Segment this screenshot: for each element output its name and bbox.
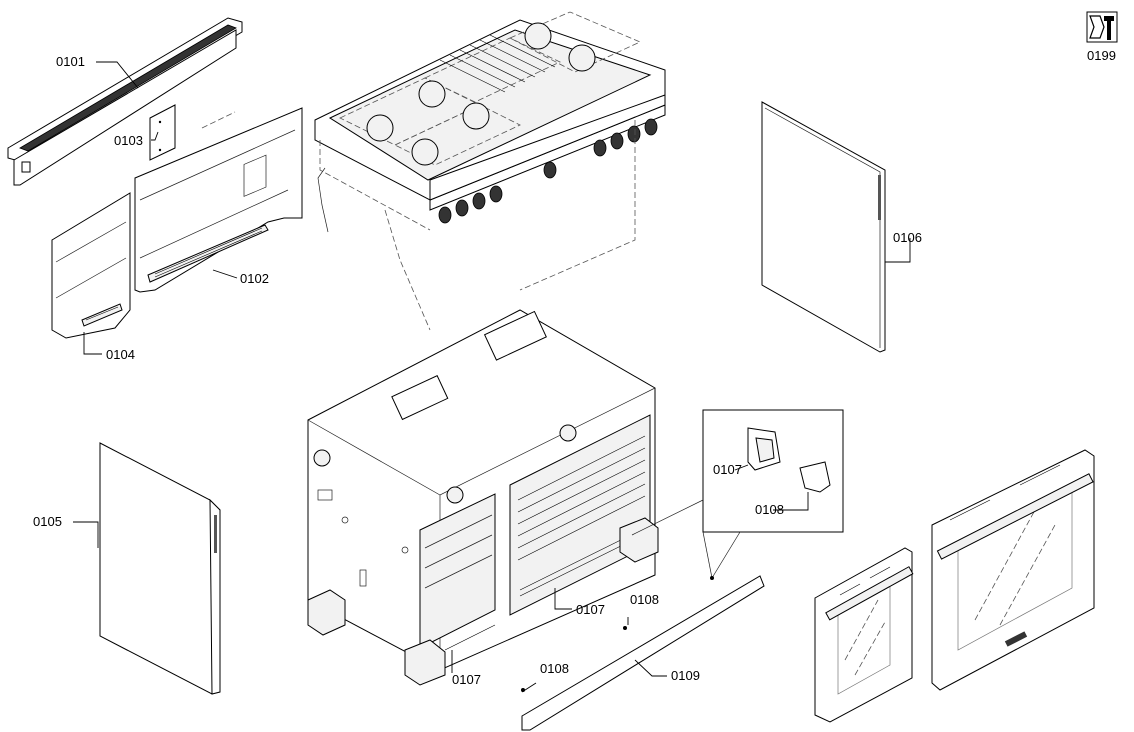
label-0103: 0103 [114, 133, 143, 148]
label-0108-inset: 0108 [755, 502, 784, 517]
part-0103-bracket [149, 104, 176, 161]
label-0108-low: 0108 [540, 661, 569, 676]
range-body [307, 309, 659, 686]
part-0106-side-panel [761, 101, 886, 353]
label-0102: 0102 [240, 271, 269, 286]
part-labels: 0101 0103 0102 0104 0105 0106 0107 0108 … [33, 48, 1116, 687]
part-0105-side-panel [99, 442, 221, 695]
screw-0108-low [521, 688, 525, 692]
label-0108-mid: 0108 [630, 592, 659, 607]
label-0109: 0109 [671, 668, 700, 683]
detail-inset [631, 409, 844, 580]
leader-lines [73, 61, 911, 693]
large-oven-door [931, 449, 1095, 691]
cooktop-assembly [314, 11, 666, 331]
label-0104: 0104 [106, 347, 135, 362]
part-0104-back-panel [51, 192, 131, 339]
label-0106: 0106 [893, 230, 922, 245]
label-0107-body: 0107 [576, 602, 605, 617]
label-0107-foot: 0107 [452, 672, 481, 687]
part-0101-trim [7, 17, 243, 186]
screw-0108-mid [623, 626, 627, 630]
label-0199: 0199 [1087, 48, 1116, 63]
part-0109-kickplate [521, 575, 765, 731]
small-oven-door [814, 547, 914, 723]
label-0101: 0101 [56, 54, 85, 69]
part-0102-back-panel [134, 107, 303, 293]
service-tool-icon [1086, 11, 1118, 43]
label-0107-inset: 0107 [713, 462, 742, 477]
label-0105: 0105 [33, 514, 62, 529]
